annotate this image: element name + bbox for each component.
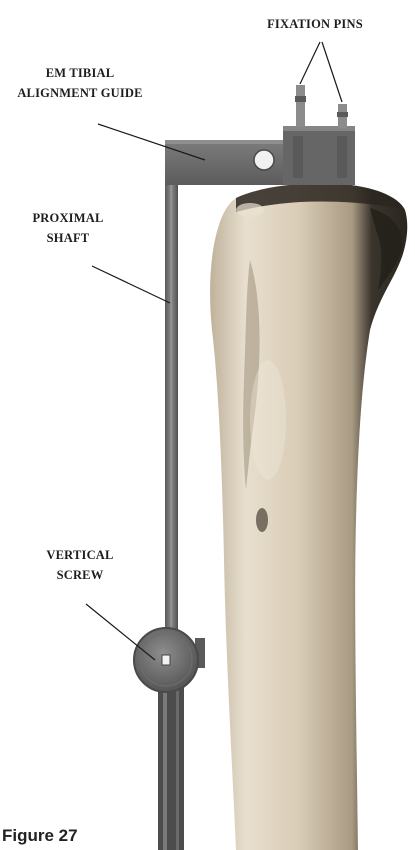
proximal-shaft-label: PROXIMAL SHAFT <box>8 208 128 248</box>
leader-fixation-pin-left <box>300 42 320 84</box>
leader-proximal-shaft <box>92 266 170 303</box>
tibia-bone <box>210 184 407 850</box>
leader-vertical-screw <box>86 604 155 660</box>
vertical-screw-label: VERTICAL SCREW <box>20 545 140 585</box>
fixation-pins-label: FIXATION PINS <box>235 14 395 34</box>
fixation-pins <box>295 85 348 128</box>
em-tibial-alignment-guide-label: EM TIBIAL ALIGNMENT GUIDE <box>0 63 160 103</box>
leader-fixation-pin-right <box>322 42 342 102</box>
vertical-screw-knob <box>134 628 205 692</box>
distal-shaft <box>158 672 184 850</box>
figure-caption: Figure 27 <box>2 826 78 846</box>
